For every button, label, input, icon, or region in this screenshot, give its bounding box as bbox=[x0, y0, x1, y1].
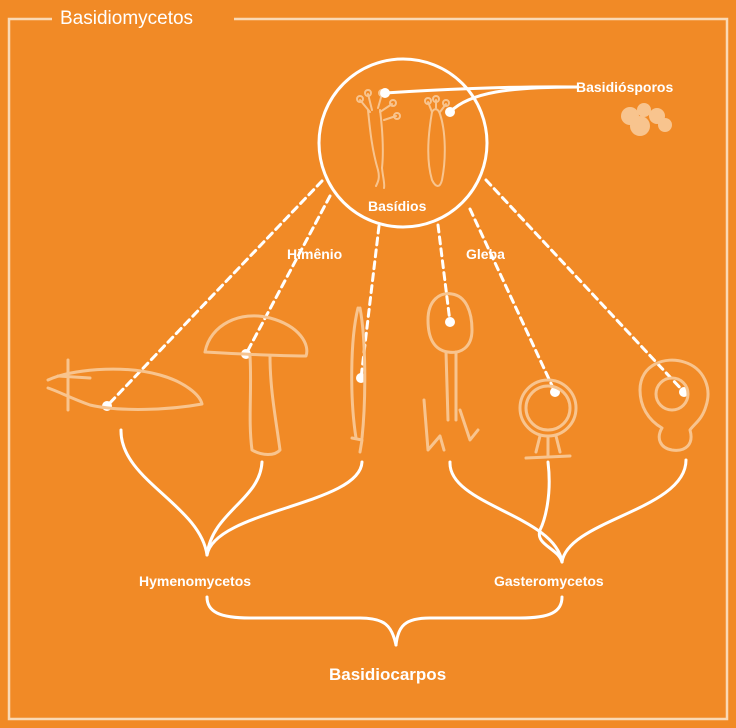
shelf-fungus-icon bbox=[48, 360, 202, 410]
puffball-icon bbox=[640, 360, 708, 450]
label-basidiocarpos: Basidiocarpos bbox=[329, 665, 446, 685]
diagram-title: Basidiomycetos bbox=[56, 8, 197, 30]
label-gleba: Gleba bbox=[466, 246, 505, 262]
label-himenio: Himênio bbox=[287, 246, 342, 262]
spores-icon bbox=[621, 103, 672, 136]
label-gasteromycetos: Gasteromycetos bbox=[494, 573, 604, 589]
earthstar-icon bbox=[520, 380, 576, 458]
connector-endpoints bbox=[102, 317, 689, 411]
basidia-sketch-icon bbox=[357, 90, 449, 188]
label-basidiosporos: Basidiósporos bbox=[576, 79, 673, 95]
label-hymenomycetos: Hymenomycetos bbox=[139, 573, 251, 589]
basidiospore-pointers bbox=[385, 87, 578, 112]
grouping-brackets bbox=[121, 430, 686, 645]
label-basidios: Basídios bbox=[368, 198, 426, 214]
